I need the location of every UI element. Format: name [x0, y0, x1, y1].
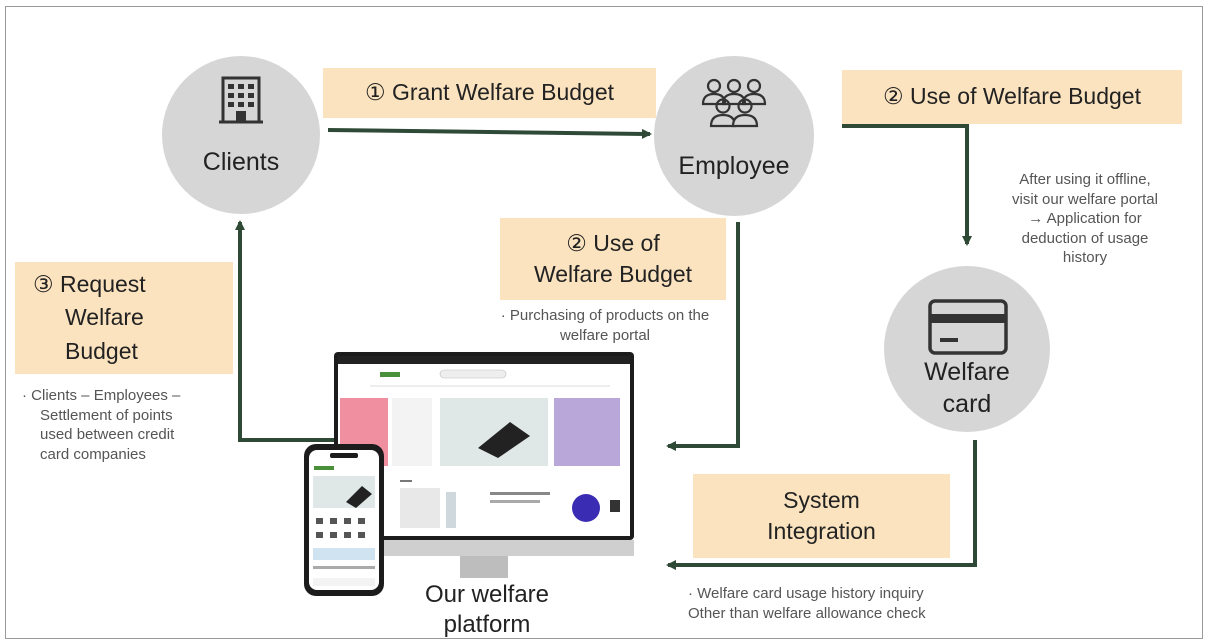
clients-node: Clients [162, 56, 320, 214]
grant-budget-label: ① Grant Welfare Budget [364, 79, 615, 106]
employee-node: Employee [654, 56, 814, 216]
welfare-platform-illustration [304, 352, 634, 596]
platform-title-line-2: platform [443, 611, 531, 638]
card-usage-note-line: deduction of usage [1021, 229, 1149, 247]
card-usage-note-line: → Application for [1028, 210, 1142, 227]
building-icon [219, 76, 263, 124]
system-integration-line-2: Integration [767, 518, 876, 544]
use-budget-portal-box: ② Use of Welfare Budget [500, 218, 726, 300]
use-budget-portal-line-2: Welfare Budget [533, 261, 693, 287]
request-budget-box: ③ Request Welfare Budget [15, 262, 233, 374]
request-budget-line-3: Budget [65, 337, 138, 364]
welfare-card-label-2: card [942, 390, 992, 418]
use-budget-portal-line-1: ② Use of [566, 229, 660, 256]
use-budget-card-label: ② Use of Welfare Budget [883, 83, 1141, 110]
card-usage-note-line: After using it offline, [1019, 171, 1151, 188]
settlement-note-line: · Clients – Employees – [22, 387, 181, 404]
use-budget-card-box: ② Use of Welfare Budget [842, 70, 1182, 124]
settlement-note-line: card companies [40, 445, 146, 463]
arrow-clients-to-employee [327, 128, 652, 139]
platform-title-line-1: Our welfare [424, 581, 550, 608]
request-budget-line-1: ③ Request [33, 270, 146, 297]
settlement-note: · Clients – Employees – Settlement of po… [22, 386, 237, 464]
portal-purchase-note-line: · Purchasing of products on the [500, 307, 710, 324]
integration-note: · Welfare card usage history inquiry Oth… [688, 584, 988, 623]
system-integration-box: System Integration [693, 474, 950, 558]
portal-purchase-note-line: welfare portal [559, 326, 651, 344]
arrow-card-to-platform [666, 440, 977, 570]
settlement-note-line: Settlement of points [40, 406, 173, 424]
portal-purchase-note: · Purchasing of products on the welfare … [470, 306, 740, 345]
request-budget-line-2: Welfare [65, 304, 144, 331]
platform-title: Our welfare platform [402, 580, 572, 640]
arrow-employee-to-platform [666, 222, 740, 451]
card-usage-note: After using it offline, visit our welfar… [985, 170, 1185, 268]
card-usage-note-line: history [1062, 249, 1108, 266]
people-group-icon [701, 78, 767, 128]
credit-card-icon [928, 299, 1008, 355]
integration-note-line: · Welfare card usage history inquiry [688, 585, 924, 602]
welfare-card-label-1: Welfare [924, 358, 1010, 386]
arrow-employee-to-card [842, 124, 972, 246]
integration-note-line: Other than welfare allowance check [688, 604, 926, 622]
grant-budget-box: ① Grant Welfare Budget [323, 68, 656, 118]
card-usage-note-line: visit our welfare portal [1012, 190, 1158, 208]
settlement-note-line: used between credit [40, 426, 175, 443]
clients-label: Clients [202, 148, 280, 176]
welfare-card-node: Welfare card [884, 266, 1050, 432]
arrow-platform-to-clients [235, 220, 340, 442]
employee-label: Employee [678, 152, 790, 180]
system-integration-line-1: System [783, 486, 860, 513]
